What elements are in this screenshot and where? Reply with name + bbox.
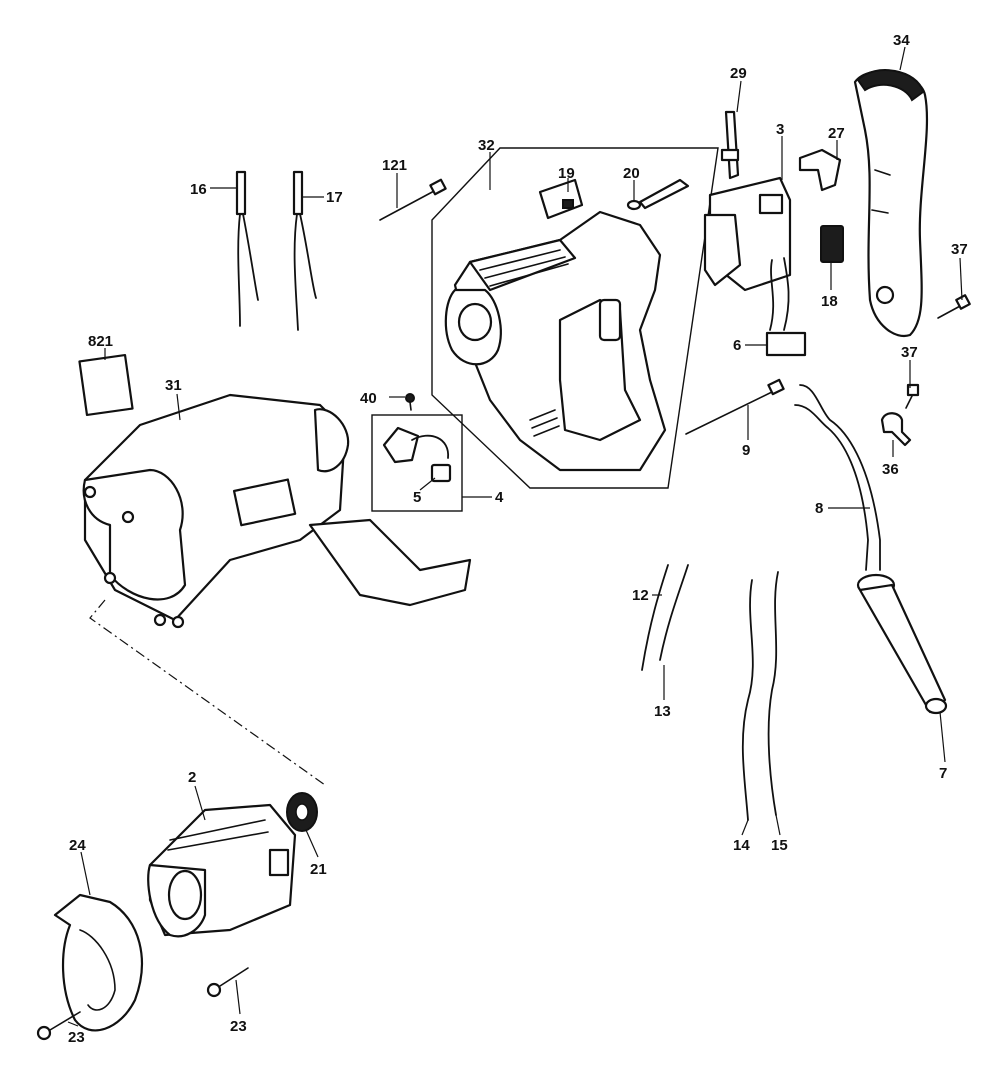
part-34-handle-cover [853, 69, 929, 338]
part-15-wire [767, 571, 779, 816]
part-14-wire [741, 579, 754, 821]
part-37-screw-a [937, 294, 971, 319]
part-18 [820, 225, 844, 263]
callout-14: 14 [733, 837, 750, 854]
part-23-screw-a [36, 1011, 81, 1041]
part-9-screw [685, 378, 785, 435]
callout-23-a: 23 [68, 1029, 85, 1046]
callout-21: 21 [310, 861, 327, 878]
callout-8: 8 [815, 500, 823, 517]
part-121-screw [379, 178, 447, 221]
part-36-clamp [880, 412, 912, 447]
callout-37-a: 37 [951, 241, 968, 258]
callout-20: 20 [623, 165, 640, 182]
callout-7: 7 [939, 765, 947, 782]
part-40-screw [405, 393, 415, 411]
callout-24: 24 [69, 837, 86, 854]
callout-34: 34 [893, 32, 910, 49]
part-37-screw-b [905, 383, 920, 409]
part-5-brush [430, 463, 452, 483]
alignment-line [89, 599, 326, 786]
part-16 [235, 170, 259, 327]
part-821-label [78, 353, 134, 417]
callout-4: 4 [495, 489, 504, 506]
callout-32: 32 [478, 137, 495, 154]
callout-2: 2 [188, 769, 196, 786]
part-27 [798, 148, 842, 192]
callout-17: 17 [326, 189, 343, 206]
part-2-stator [147, 803, 297, 938]
part-32-frame [431, 147, 719, 489]
part-13-wire [659, 564, 689, 661]
callout-16: 16 [190, 181, 207, 198]
callout-23-b: 23 [230, 1018, 247, 1035]
callout-36: 36 [882, 461, 899, 478]
callout-13: 13 [654, 703, 671, 720]
leader-lines [67, 46, 963, 1027]
part-4-brush-holder [382, 426, 449, 464]
part-31-motor-housing [82, 393, 472, 629]
part-3-switch [703, 176, 792, 331]
callout-3: 3 [776, 121, 784, 138]
part-17 [292, 170, 317, 331]
callout-27: 27 [828, 125, 845, 142]
part-21-bearing [286, 792, 318, 832]
part-8-cord [794, 384, 881, 571]
callout-12: 12 [632, 587, 649, 604]
callout-19: 19 [558, 165, 575, 182]
callout-15: 15 [771, 837, 788, 854]
callout-9: 9 [742, 442, 750, 459]
callout-37-b: 37 [901, 344, 918, 361]
part-20 [626, 178, 690, 211]
part-19 [538, 178, 584, 220]
part-7-cord-guard [856, 573, 948, 715]
callout-18: 18 [821, 293, 838, 310]
callout-121: 121 [382, 157, 407, 174]
callout-6: 6 [733, 337, 741, 354]
part-12-wire [641, 564, 669, 671]
callout-31: 31 [165, 377, 182, 394]
part-23-screw-b [206, 967, 249, 998]
callout-40: 40 [360, 390, 377, 407]
part-6 [765, 331, 807, 357]
callout-821: 821 [88, 333, 113, 350]
part-24-baffle [53, 893, 143, 1032]
part-4-frame [371, 414, 463, 512]
callout-29: 29 [730, 65, 747, 82]
part-29 [720, 110, 740, 180]
part-32-housing [444, 210, 667, 472]
callout-5: 5 [413, 489, 421, 506]
